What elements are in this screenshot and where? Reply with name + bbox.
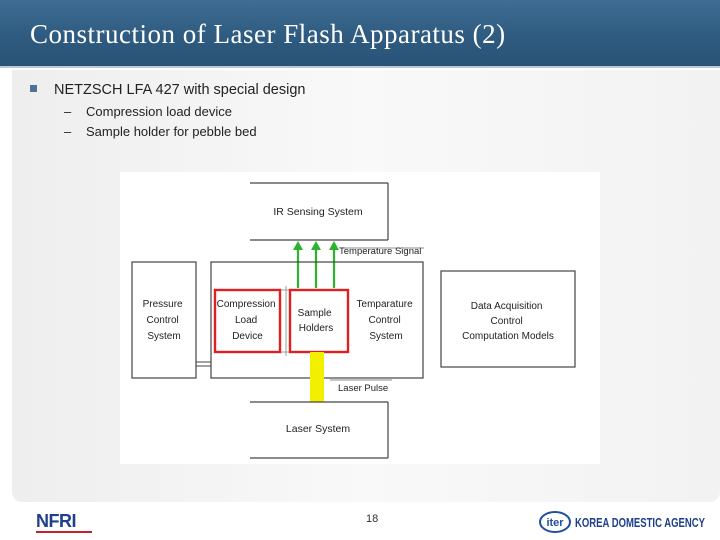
korea-domestic-agency-logo: iter KOREA DOMESTIC AGENCY [539,511,705,533]
bullet-square-icon [30,85,37,92]
compression-load-highlight [213,288,282,354]
diagram-background [120,172,600,464]
laser-beam [310,352,324,402]
sub-bullet-dash: – [64,124,72,139]
laser-system-label: Laser System [286,423,350,435]
nfri-logo-underline [36,531,92,533]
pressure-control-label: Pressure Control System [143,299,186,342]
page-number: 18 [366,513,379,525]
laser-system-box [250,401,389,459]
ir-sensing-label: IR Sensing System [273,206,363,218]
bullet-text: NETZSCH LFA 427 with special design [54,82,306,98]
laser-pulse-label: Laser Pulse [338,383,388,394]
slide-title: Construction of Laser Flash Apparatus (2… [30,19,506,49]
iter-logo-ring [539,511,571,533]
sub-bullet-compression: Compression load device [86,104,232,119]
sub-bullet-dash: – [64,104,72,119]
sub-bullet-sample-holder: Sample holder for pebble bed [86,124,257,139]
pressure-control-box [131,261,197,379]
temperature-signal-arrows [293,241,339,288]
sample-holders-label: Sample Holders [298,308,335,334]
title-bar: Construction of Laser Flash Apparatus (2… [0,0,720,66]
temperature-signal-label: Temperature Signal [339,246,421,257]
data-acquisition-box [440,270,576,368]
iter-logo-text: iter [546,517,564,529]
compression-load-label: Compression Load Device [217,299,279,342]
nfri-logo: NFRI [36,511,92,533]
data-acquisition-label: Data Acquisition Control Computation Mod… [462,301,554,342]
title-divider [0,66,720,68]
nfri-logo-text: NFRI [36,511,76,531]
ir-sensing-box [250,182,389,241]
korea-domestic-agency-text: KOREA DOMESTIC AGENCY [575,515,705,530]
temperature-control-label: Temparature Control System [357,299,416,342]
